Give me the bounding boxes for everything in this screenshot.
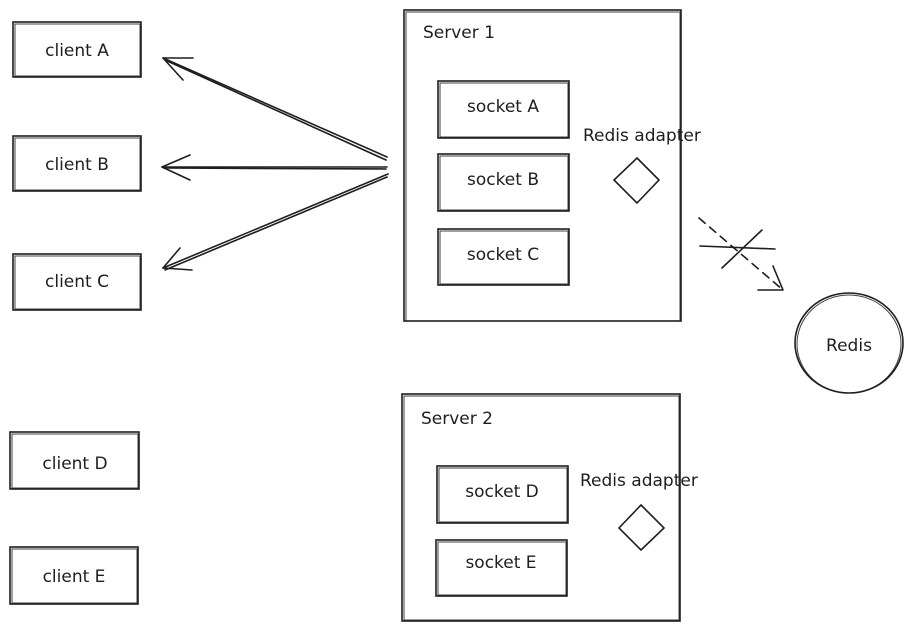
emit-arrow-to-client-b [161,154,388,181]
server-2: Server 2 socket D socket E Redis adapter [401,393,698,622]
redis-label: Redis [826,336,872,356]
client-b-label: client B [45,155,109,175]
server-1-adapter-diamond [612,156,661,205]
server-2-title: Server 2 [421,409,493,429]
client-a-label: client A [45,41,109,61]
server-2-adapter-diamond [617,503,666,552]
client-a: client A [12,21,142,78]
socket-a-label: socket A [467,97,539,117]
client-e: client E [9,546,139,605]
client-d-label: client D [42,454,107,474]
socket-d-label: socket D [465,482,538,502]
redis-node: Redis [794,292,904,394]
emit-arrow-to-client-a [162,57,388,161]
socket-b-label: socket B [467,170,539,190]
socket-e: socket E [435,539,568,597]
server-1-adapter-label: Redis adapter [583,126,701,146]
socket-c: socket C [437,228,570,286]
redis-link-blocked [698,217,784,291]
client-c: client C [12,253,142,311]
client-b: client B [12,135,142,192]
client-c-label: client C [45,272,109,292]
emit-arrow-to-client-c [162,173,389,271]
socket-b: socket B [437,153,570,212]
client-e-label: client E [43,567,106,587]
socket-a: socket A [437,80,570,139]
server-1: Server 1 socket A socket B socket C Redi… [403,9,701,322]
socket-d: socket D [436,465,569,524]
socket-e-label: socket E [465,553,536,573]
server-1-title: Server 1 [423,23,495,43]
client-d: client D [9,431,140,490]
server-2-adapter-label: Redis adapter [580,471,698,491]
socket-c-label: socket C [467,245,539,265]
